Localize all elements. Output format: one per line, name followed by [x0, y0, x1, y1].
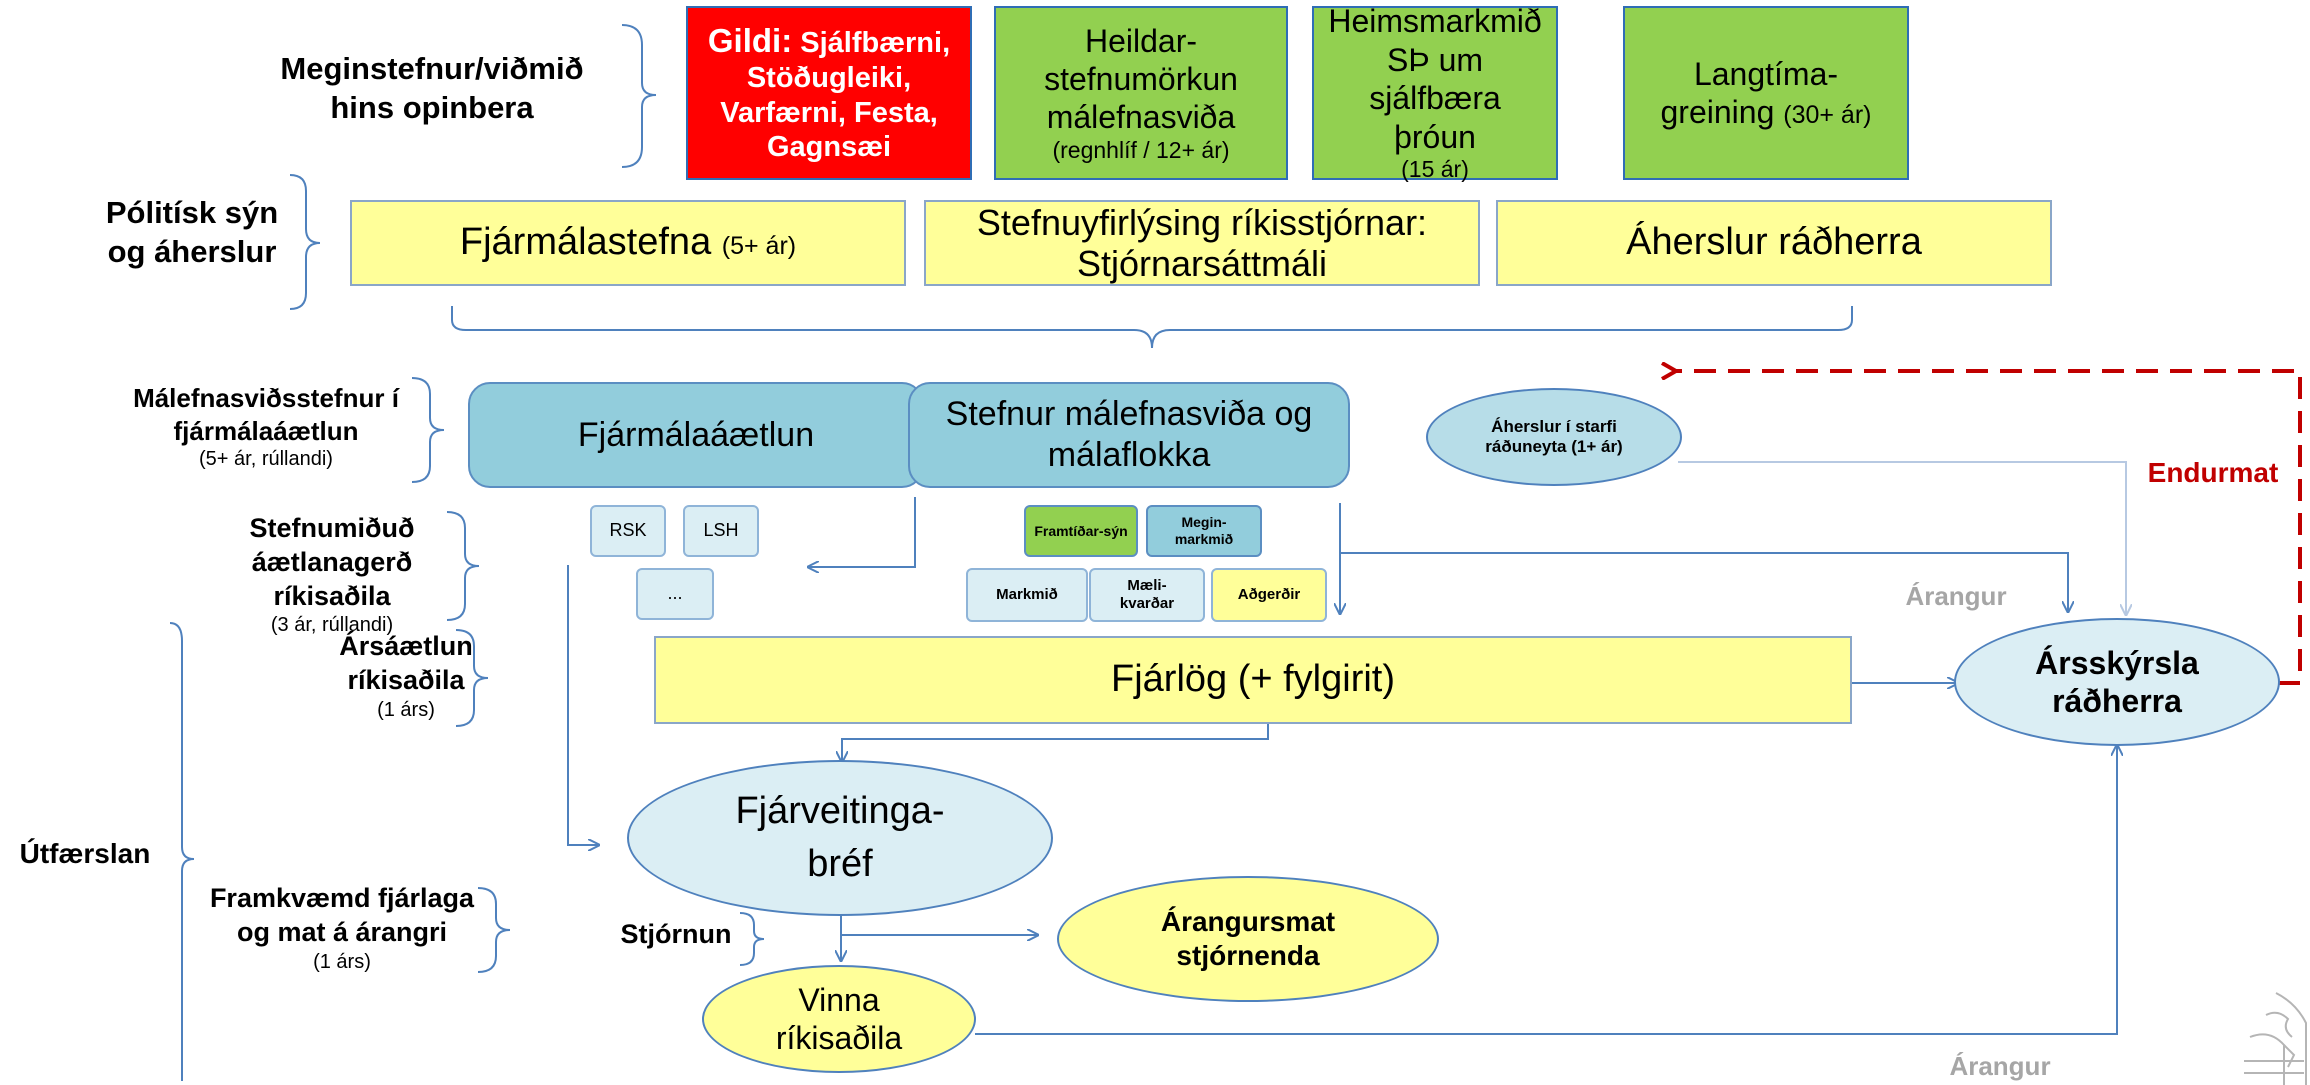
- arrow-fjarmala-to-rsk: [809, 497, 916, 567]
- label-arangur-upper: Árangur: [1905, 581, 2007, 611]
- brace-stefnumidud: [446, 511, 480, 621]
- langtima-sub: (30+ ár): [1783, 101, 1872, 129]
- arrow-aherslur-to-arsskyrsla: [1678, 461, 2126, 614]
- label-politisk: Pólitísk sýn og áherslur: [105, 195, 279, 269]
- fjarmalastefna-sub: (5+ ár): [721, 232, 797, 261]
- label-stefnumidud-sub: (3 ár, rúllandi): [270, 614, 394, 637]
- box-markmid: Markmið: [966, 568, 1088, 622]
- brace-malefna: [411, 377, 445, 483]
- langtima-main: Langtíma-greining: [1660, 55, 1839, 130]
- arrow-left-to-bref: [567, 565, 598, 845]
- arrow-endurmat: [1676, 371, 2302, 685]
- box-gildi: Gildi: Sjálfbærni, Stöðugleiki, Varfærni…: [686, 6, 972, 180]
- gildi-text-block: Gildi: Sjálfbærni, Stöðugleiki, Varfærni…: [698, 21, 960, 165]
- emblem-logo: [2244, 992, 2307, 1085]
- label-framkvaemd-sub: (1 árs): [313, 950, 371, 973]
- box-maelikvardar: Mæli-kvarðar: [1089, 568, 1205, 622]
- box-heimsmarkmid: Heimsmarkmið SÞ um sjálfbæra þróun (15 á…: [1312, 3, 1558, 182]
- brace-meginstefnur: [621, 24, 657, 168]
- box-meginmarkmid: Megin-markmið: [1146, 505, 1262, 557]
- box-fjarlog: Fjárlög (+ fylgirit): [654, 636, 1852, 724]
- oval-arsskyrsla-radherra: Ársskýrsla ráðherra: [1954, 618, 2280, 746]
- fjarmalastefna-main: Fjármálastefna: [459, 221, 712, 264]
- box-aherslur-radherra: Áherslur ráðherra: [1496, 200, 2052, 286]
- arrow-fjarlog-to-bref: [842, 723, 1269, 761]
- label-malefna: Málefnasviðsstefnur í fjármálaáætlun (5+…: [124, 382, 408, 472]
- label-arsaaetlun: Ársáætlun ríkisaðila (1 árs): [316, 630, 496, 723]
- box-framtidarsyn: Framtíðar-sýn: [1024, 505, 1138, 557]
- brace-politisk: [289, 174, 321, 310]
- box-adgerdir: Aðgerðir: [1211, 568, 1327, 622]
- box-fjarmalaaaetlun: Fjármálaáætlun: [468, 382, 924, 488]
- label-arsaaetlun-sub: (1 árs): [377, 698, 435, 721]
- oval-fjarveitingabref: Fjárveitinga-bréf: [627, 760, 1053, 916]
- gildi-head: Gildi:: [707, 21, 793, 59]
- label-arsaaetlun-title: Ársáætlun ríkisaðila: [339, 631, 473, 695]
- arrow-stefnur-right: [1340, 552, 2068, 611]
- box-rsk: RSK: [590, 505, 666, 557]
- box-fjarmalastefna: Fjármálastefna (5+ ár): [350, 200, 906, 286]
- label-arangur-lower: Árangur: [1949, 1051, 2051, 1081]
- heims-main: Heimsmarkmið SÞ um sjálfbæra þróun: [1328, 3, 1542, 155]
- heildar-sub: (regnhlíf / 12+ ár): [1052, 136, 1230, 163]
- box-langtimagreining: Langtíma-greining (30+ ár): [1623, 6, 1909, 180]
- heims-sub: (15 ár): [1401, 155, 1469, 182]
- label-meginstefnur: Meginstefnur/viðmið hins opinbera: [280, 51, 584, 125]
- label-framkvaemd: Framkvæmd fjárlaga og mat á árangri (1 á…: [192, 882, 492, 975]
- label-stefnumidud-title: Stefnumiðuð áætlanagerð ríkisaðila: [249, 513, 415, 611]
- label-malefna-sub: (5+ ár, rúllandi): [199, 448, 333, 470]
- label-utfaerslan: Útfærslan: [19, 838, 151, 869]
- label-malefna-title: Málefnasviðsstefnur í fjármálaáætlun: [133, 383, 399, 446]
- box-lsh: LSH: [683, 505, 759, 557]
- box-stefnur-malefnasvida: Stefnur málefnasviða og málaflokka: [908, 382, 1350, 488]
- label-endurmat: Endurmat: [2147, 457, 2279, 488]
- brace-arsaaetlun: [455, 629, 489, 727]
- label-framkvaemd-title: Framkvæmd fjárlaga og mat á árangri: [209, 883, 475, 947]
- brace-utfaerslan: [169, 622, 195, 1081]
- box-ellipsis: ...: [636, 568, 714, 620]
- brace-framkvaemd: [477, 887, 511, 973]
- label-stefnumidud: Stefnumiðuð áætlanagerð ríkisaðila (3 ár…: [214, 512, 450, 638]
- box-heildarstefnumorkun: Heildar-stefnumörkun málefnasviða (regnh…: [994, 6, 1288, 180]
- oval-vinna-rikisadila: Vinna ríkisaðila: [702, 965, 976, 1073]
- label-stjornun: Stjórnun: [620, 919, 732, 949]
- heildar-main: Heildar-stefnumörkun málefnasviða: [1044, 22, 1238, 136]
- fjarmalastefna-text-block: Fjármálastefna (5+ ár): [460, 220, 796, 266]
- box-stefnuyfirlysing: Stefnuyfirlýsing ríkisstjórnar: Stjórnar…: [924, 200, 1480, 286]
- oval-arangursmat: Árangursmat stjórnenda: [1057, 876, 1439, 1002]
- arrow-vinna-to-arsskyrsla: [975, 746, 2117, 1035]
- oval-aherslur-starfi: Áherslur í starfi ráðuneyta (1+ ár): [1426, 388, 1682, 486]
- brace-politics-bottom: [451, 306, 1853, 349]
- gildi-text: Sjálfbærni, Stöðugleiki, Varfærni, Festa…: [720, 26, 951, 164]
- langtima-text-block: Langtíma-greining (30+ ár): [1655, 55, 1877, 132]
- brace-stjornun: [739, 912, 765, 966]
